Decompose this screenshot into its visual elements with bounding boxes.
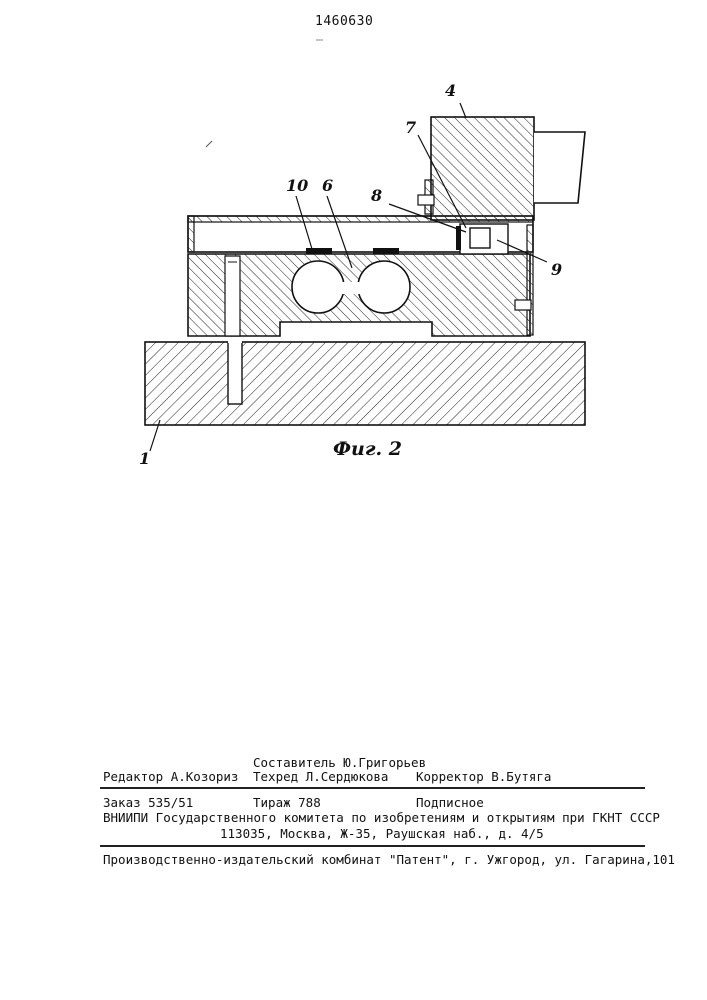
- label-4: 4: [445, 83, 456, 99]
- circulation: Тираж 788: [253, 795, 321, 810]
- organization: ВНИИПИ Государственного комитета по изоб…: [103, 810, 660, 825]
- base-plate: [145, 342, 585, 425]
- divider-top: [100, 787, 645, 789]
- compiler: Составитель Ю.Григорьев: [253, 755, 426, 770]
- roller-body: [188, 254, 530, 336]
- label-7: 7: [405, 120, 416, 136]
- technical-drawing: [0, 0, 707, 470]
- corrector: Корректор В.Бутяга: [416, 769, 551, 784]
- label-6: 6: [322, 178, 333, 194]
- editor: Редактор А.Козориз: [103, 769, 238, 784]
- figure-caption: Фиг. 2: [333, 438, 402, 460]
- tech-editor: Техред Л.Сердюкова: [253, 769, 388, 784]
- divider-bottom: [100, 845, 645, 847]
- order-number: Заказ 535/51: [103, 795, 193, 810]
- label-1: 1: [139, 451, 150, 467]
- subscription: Подписное: [416, 795, 484, 810]
- label-10: 10: [286, 178, 308, 194]
- organization-address: 113035, Москва, Ж-35, Раушская наб., д. …: [220, 826, 544, 841]
- label-8: 8: [371, 188, 382, 204]
- publisher: Производственно-издательский комбинат "П…: [103, 852, 675, 867]
- label-9: 9: [551, 262, 562, 278]
- drive-block: [418, 117, 585, 220]
